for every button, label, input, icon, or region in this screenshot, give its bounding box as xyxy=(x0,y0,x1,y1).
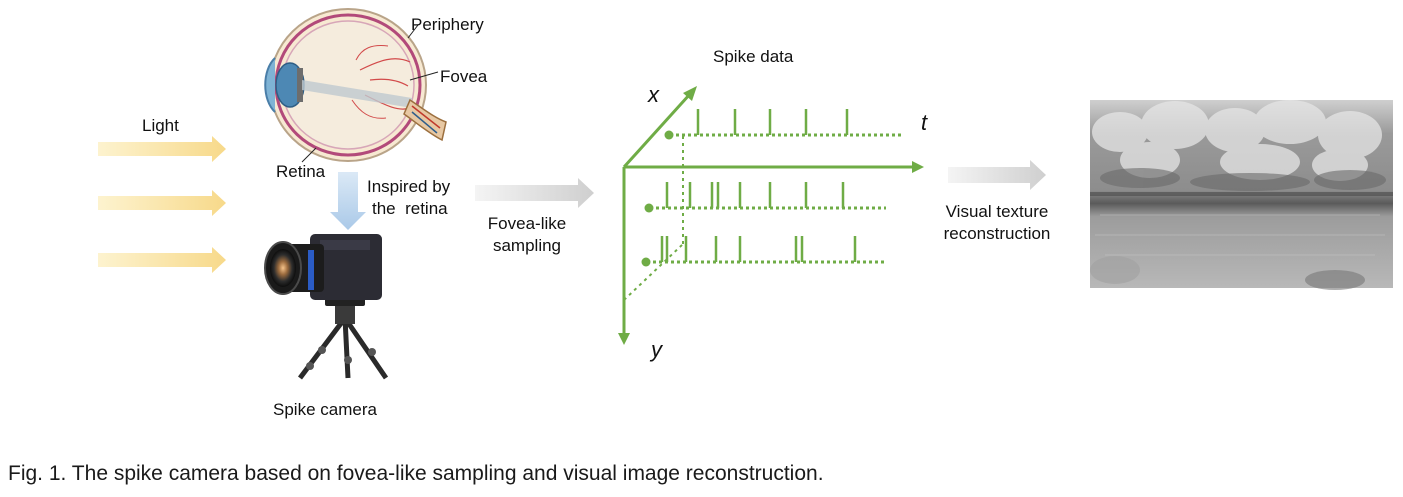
light-label: Light xyxy=(142,116,179,135)
spike-trains xyxy=(641,109,904,267)
reconstruction-label-line2: reconstruction xyxy=(943,224,1051,243)
spike-train-origin xyxy=(664,130,674,140)
spike-train-origin xyxy=(644,203,654,213)
light-arrow-icon xyxy=(98,136,226,162)
fovea-label: Fovea xyxy=(440,67,488,86)
fovea-sampling-label-line1: Fovea-like xyxy=(487,214,567,233)
down-arrow-icon xyxy=(330,172,366,230)
eye-diagram xyxy=(264,8,447,163)
spike-train-origin xyxy=(641,257,651,267)
axis-y-label: y xyxy=(651,337,662,362)
fovea-sampling-label-line2: sampling xyxy=(492,236,562,255)
light-arrow-icon xyxy=(98,247,226,273)
reconstruction-label-line1: Visual texture xyxy=(945,202,1049,221)
reconstructed-image xyxy=(1090,100,1393,290)
retina-label: Retina xyxy=(276,162,326,181)
axis-t-label: t xyxy=(921,110,928,135)
inspired-label-line2: the retina xyxy=(372,199,448,218)
spike-camera-icon xyxy=(264,234,389,380)
inspired-label-line1: Inspired by xyxy=(367,177,451,196)
axis-x-label: x xyxy=(648,82,659,107)
reconstruction-arrow-icon xyxy=(948,160,1046,190)
sampling-arrow-icon xyxy=(475,178,594,208)
spike-data-label: Spike data xyxy=(713,47,794,66)
light-arrows xyxy=(98,136,226,273)
spike-axes xyxy=(618,86,924,345)
figure-caption: Fig. 1. The spike camera based on fovea-… xyxy=(8,462,824,485)
periphery-label: Periphery xyxy=(411,15,484,34)
light-arrow-icon xyxy=(98,190,226,216)
spike-camera-label: Spike camera xyxy=(273,400,377,419)
